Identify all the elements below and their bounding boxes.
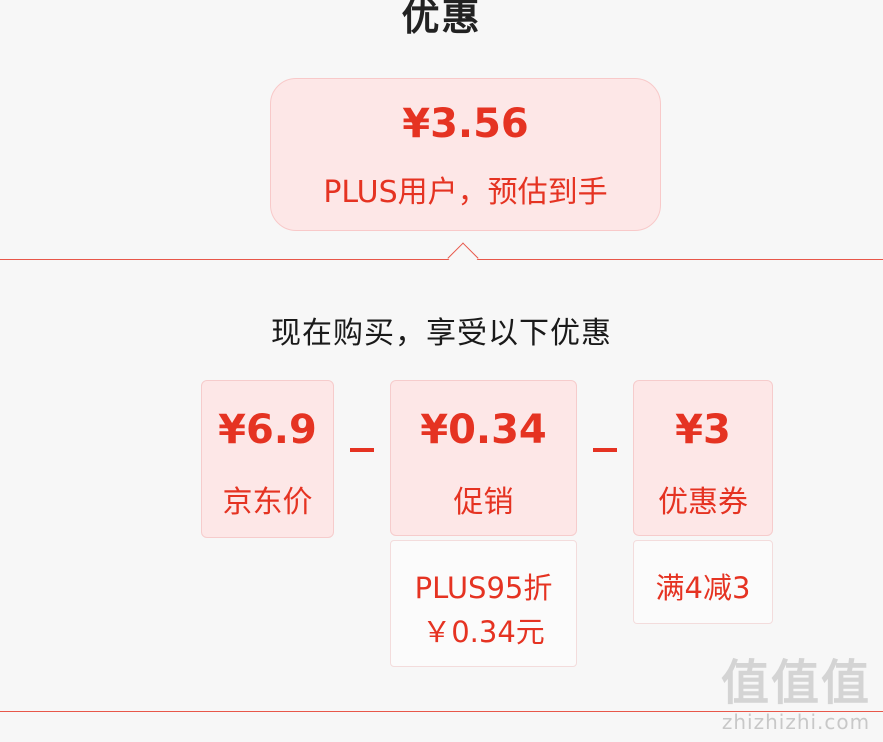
promotion-detail-line: ￥0.34元 (422, 615, 545, 649)
discount-headline: 现在购买，享受以下优惠 (271, 316, 612, 351)
minus-sign (593, 448, 617, 452)
site-watermark: 值值值 zhizhizhi.com (721, 656, 871, 734)
jd-price-amount: ¥6.9 (218, 407, 317, 453)
promotion-card[interactable]: ¥0.34 促销 (390, 380, 577, 536)
coupon-detail-line: 满4减3 (655, 571, 751, 605)
estimated-price-bubble: ¥3.56 PLUS用户，预估到手 (270, 78, 661, 231)
section-divider (0, 259, 883, 260)
page-title: 优惠 (401, 0, 482, 39)
jd-price-card: ¥6.9 京东价 (201, 380, 334, 538)
jd-price-label: 京东价 (222, 485, 313, 520)
estimated-price-caption: PLUS用户，预估到手 (323, 175, 608, 210)
coupon-card[interactable]: ¥3 优惠券 (633, 380, 773, 536)
promotion-label: 促销 (453, 485, 514, 520)
promotion-detail: PLUS95折 ￥0.34元 (390, 540, 577, 667)
coupon-detail: 满4减3 (633, 540, 773, 624)
minus-sign (350, 448, 374, 452)
promotion-amount: ¥0.34 (420, 407, 547, 453)
estimated-price: ¥3.56 (402, 101, 529, 147)
coupon-label: 优惠券 (658, 485, 748, 520)
coupon-amount: ¥3 (675, 407, 731, 453)
promotion-detail-line: PLUS95折 (414, 571, 553, 605)
bottom-divider (0, 711, 883, 712)
watermark-logo: 值值值 (720, 655, 871, 711)
watermark-site: zhizhizhi.com (721, 710, 871, 734)
